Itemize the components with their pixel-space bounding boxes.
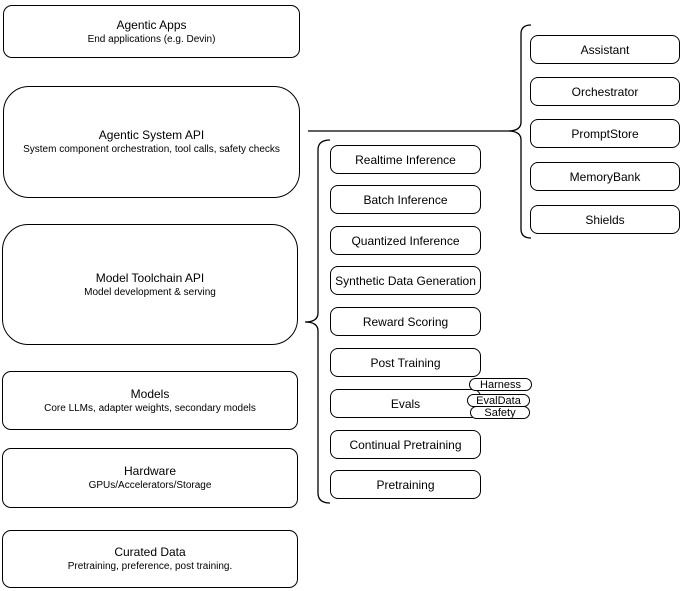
box-subtitle: Pretraining, preference, post training. [67,561,233,572]
box-agentic-apps: Agentic Apps End applications (e.g. Devi… [3,5,300,58]
box-title: Models [130,386,170,401]
pill-safety: Safety [470,406,530,419]
box-model-toolchain-api: Model Toolchain API Model development & … [2,224,298,345]
box-subtitle: Core LLMs, adapter weights, secondary mo… [44,402,256,414]
node-batch-inference: Batch Inference [330,185,481,214]
node-promptstore: PromptStore [530,119,680,148]
pill-harness: Harness [469,378,532,391]
box-subtitle: Model development & serving [84,286,216,298]
node-realtime-inference: Realtime Inference [330,145,481,174]
node-quantized-inference: Quantized Inference [330,226,481,255]
node-evals: Evals [330,389,481,418]
box-title: Model Toolchain API [95,270,205,285]
node-memorybank: MemoryBank [530,162,680,191]
node-shields: Shields [530,205,680,234]
box-title: Agentic System API [98,128,205,142]
box-subtitle: End applications (e.g. Devin) [87,33,216,45]
box-subtitle: GPUs/Accelerators/Storage [88,480,212,491]
box-agentic-system-api: Agentic System API System component orch… [3,86,300,198]
node-post-training: Post Training [330,348,481,377]
box-title: Hardware [123,464,177,478]
node-assistant: Assistant [530,35,680,64]
system-components-bracket [507,24,532,239]
box-curated-data: Curated Data Pretraining, preference, po… [2,530,298,588]
toolchain-services-bracket [304,139,331,504]
node-continual-pretraining: Continual Pretraining [330,430,481,459]
box-title: Agentic Apps [116,17,187,32]
node-reward-scoring: Reward Scoring [330,307,481,336]
box-subtitle: System component orchestration, tool cal… [23,144,280,155]
box-title: Curated Data [114,545,186,559]
node-pretraining: Pretraining [330,470,481,499]
node-synthetic-data-generation: Synthetic Data Generation [330,266,481,295]
box-hardware: Hardware GPUs/Accelerators/Storage [2,448,298,508]
box-models: Models Core LLMs, adapter weights, secon… [2,371,298,430]
node-orchestrator: Orchestrator [530,77,680,106]
